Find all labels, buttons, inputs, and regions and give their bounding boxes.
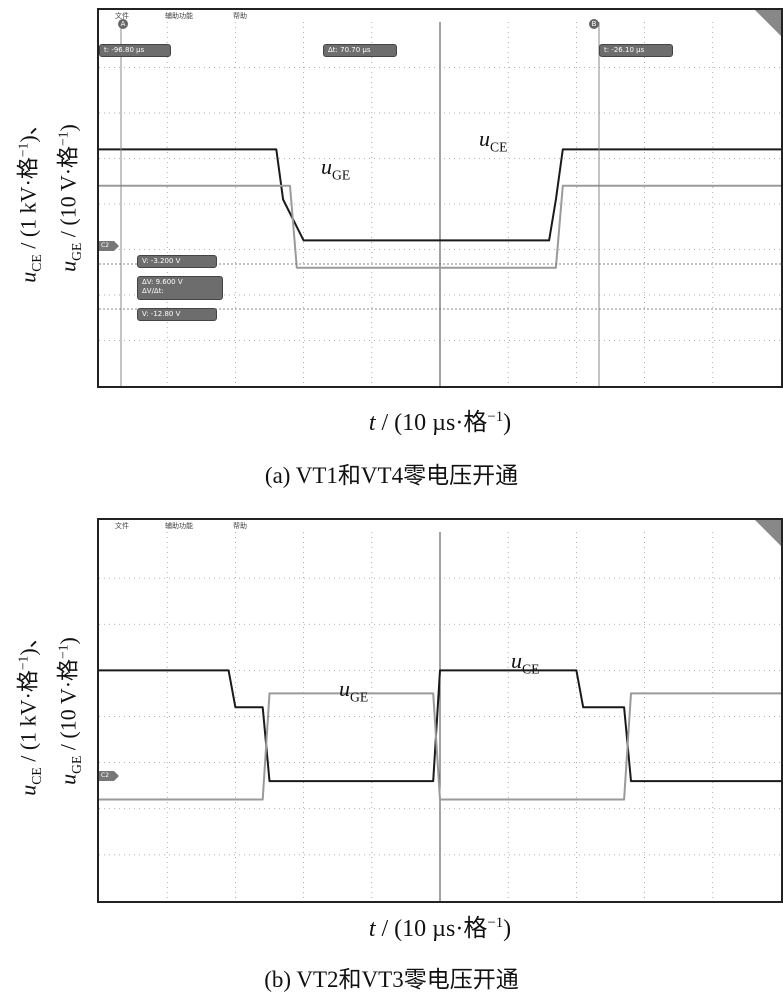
- waveform-plot: [99, 22, 781, 386]
- x-axis-label: t / (10 µs·格−1): [368, 915, 512, 942]
- cursor-delta-v: ΔV: 9.600 V ΔV/Δt:: [137, 276, 223, 300]
- menu-bar: 文件 辅助功能 帮助: [99, 10, 781, 22]
- caption-b: (b) VT2和VT3零电压开通: [264, 967, 519, 992]
- series-uge: [99, 692, 781, 801]
- series-uce: [99, 148, 781, 242]
- menu-help[interactable]: 帮助: [233, 522, 247, 530]
- panel-b: uCE / (1 kV·格−1)、 uGE / (10 V·格−1) 文件 辅助…: [0, 508, 783, 1000]
- label-uce: uCE: [511, 648, 540, 677]
- y-axis-label: uCE / (1 kV·格−1)、 uGE / (10 V·格−1): [15, 625, 84, 796]
- cursor-v1: V: -3.200 V: [137, 255, 217, 268]
- menu-bar: 文件 辅助功能 帮助: [99, 520, 781, 532]
- menu-utility[interactable]: 辅助功能: [165, 12, 193, 20]
- series-uce: [99, 669, 781, 783]
- waveform-plot: [99, 532, 781, 901]
- menu-file[interactable]: 文件: [115, 522, 129, 530]
- cursor-a-badge[interactable]: A: [118, 19, 128, 29]
- cursor-dv-value: ΔV: 9.600 V: [142, 278, 183, 286]
- label-uge: uGE: [321, 154, 351, 183]
- cursor-b-badge[interactable]: B: [589, 19, 599, 29]
- channel-2-marker[interactable]: C2: [99, 241, 119, 251]
- oscilloscope-screen: 文件 辅助功能 帮助 A B t: -96.80 µs Δt: 70.70 µs…: [97, 8, 783, 388]
- cursor-dvdt-label: ΔV/Δt:: [142, 287, 164, 295]
- oscilloscope-screen: 文件 辅助功能 帮助 C2 uCE uGE: [97, 518, 783, 903]
- label-uge: uGE: [339, 676, 369, 705]
- panel-a: uCE / (1 kV·格−1)、 uGE / (10 V·格−1) 文件 辅助…: [0, 0, 783, 496]
- cursor-a-time: t: -96.80 µs: [99, 44, 171, 57]
- cursor-b-time: t: -26.10 µs: [599, 44, 673, 57]
- menu-utility[interactable]: 辅助功能: [165, 522, 193, 530]
- label-uce: uCE: [479, 126, 508, 155]
- channel-2-marker[interactable]: C2: [99, 771, 119, 781]
- caption-a: (a) VT1和VT4零电压开通: [264, 463, 519, 488]
- menu-file[interactable]: 文件: [115, 12, 129, 20]
- cursor-delta-time: Δt: 70.70 µs: [323, 44, 397, 57]
- cursor-v2: V: -12.80 V: [137, 308, 217, 321]
- menu-help[interactable]: 帮助: [233, 12, 247, 20]
- y-axis-label: uCE / (1 kV·格−1)、 uGE / (10 V·格−1): [15, 113, 84, 283]
- x-axis-label: t / (10 µs·格−1): [368, 409, 512, 436]
